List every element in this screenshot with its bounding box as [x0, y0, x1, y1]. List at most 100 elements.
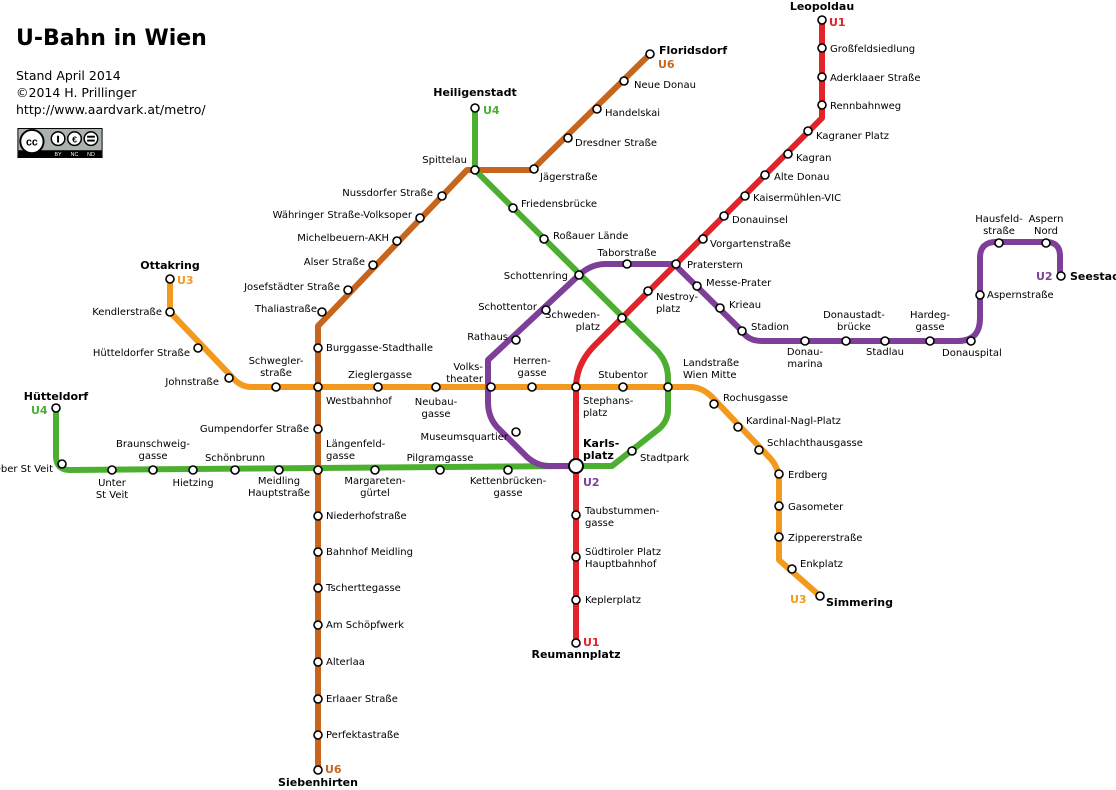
station-marker[interactable]: [783, 149, 793, 159]
station-marker[interactable]: [313, 730, 323, 740]
station-marker[interactable]: [994, 238, 1004, 248]
station-keplerplatz[interactable]: Keplerplatz: [571, 595, 641, 606]
station-marker[interactable]: [470, 165, 480, 175]
station-simmering[interactable]: Simmering: [815, 591, 893, 609]
station-marker[interactable]: [571, 638, 581, 648]
map-source-link[interactable]: http://www.aardvark.at/metro/: [16, 102, 206, 117]
station-aderklaaer-stra-e[interactable]: Aderklaaer Straße: [817, 72, 921, 84]
station-marker[interactable]: [715, 303, 725, 313]
station-hietzing[interactable]: Hietzing: [172, 465, 214, 489]
station-marker[interactable]: [671, 259, 681, 269]
station-marker[interactable]: [435, 465, 445, 475]
station-hu-tteldorf[interactable]: Hütteldorf: [24, 390, 89, 413]
station-alte-donau[interactable]: Alte Donau: [760, 170, 830, 183]
station-rochusgasse[interactable]: Rochusgasse: [709, 393, 788, 409]
station-marker[interactable]: [373, 382, 383, 392]
station-enkplatz[interactable]: Enkplatz: [787, 559, 843, 574]
station-marker[interactable]: [313, 465, 323, 475]
station-marker[interactable]: [592, 104, 602, 114]
station-kendlerstra-e[interactable]: Kendlerstraße: [92, 307, 175, 318]
station-marker[interactable]: [645, 49, 655, 59]
station-marker[interactable]: [617, 313, 627, 323]
station-marker[interactable]: [470, 103, 480, 113]
station-reumannplatz[interactable]: Reumannplatz: [531, 638, 621, 661]
station-karls-platz[interactable]: Karls-platz: [568, 437, 619, 474]
station-marker[interactable]: [313, 511, 323, 521]
station-bahnhof-meidling[interactable]: Bahnhof Meidling: [313, 547, 413, 558]
station-marker[interactable]: [663, 382, 673, 392]
station-erlaaer-stra-e[interactable]: Erlaaer Straße: [313, 694, 398, 705]
station-ja-gerstra-e[interactable]: Jägerstraße: [529, 164, 598, 183]
station-marker[interactable]: [165, 307, 175, 317]
station-gro-feldsiedlung[interactable]: Großfeldsiedlung: [817, 43, 915, 55]
station-kagraner-platz[interactable]: Kagraner Platz: [803, 126, 889, 142]
station-marker[interactable]: [370, 465, 380, 475]
station-marker[interactable]: [571, 382, 581, 392]
station-marker[interactable]: [165, 274, 175, 284]
station-marker[interactable]: [271, 382, 281, 392]
station-friedensbru-cke[interactable]: Friedensbrücke: [508, 199, 597, 213]
station-hu-tteldorfer-stra-e[interactable]: Hütteldorfer Straße: [93, 343, 203, 359]
station-marker[interactable]: [392, 236, 402, 246]
station-marker[interactable]: [508, 203, 518, 213]
station-schottentor[interactable]: Schottentor: [478, 302, 551, 315]
station-marker[interactable]: [51, 403, 61, 413]
station-taubstummen-gasse[interactable]: Taubstummen-gasse: [571, 506, 660, 529]
station-volks-theater[interactable]: Volks-theater: [446, 362, 496, 392]
station-tscherttegasse[interactable]: Tscherttegasse: [313, 583, 401, 594]
station-marker[interactable]: [431, 382, 441, 392]
station-marker[interactable]: [437, 191, 447, 201]
station-stephans-platz[interactable]: Stephans-platz: [571, 382, 634, 419]
station-marker[interactable]: [622, 259, 632, 269]
station-alser-stra-e[interactable]: Alser Straße: [304, 257, 378, 270]
station-niederhofstra-e[interactable]: Niederhofstraße: [313, 511, 407, 522]
station-josefsta-dter-stra-e[interactable]: Josefstädter Straße: [243, 282, 353, 295]
station-marker[interactable]: [541, 305, 551, 315]
station-wa-hringer-stra-e-volksoper[interactable]: Währinger Straße-Volksoper: [273, 210, 425, 223]
station-marker[interactable]: [313, 547, 323, 557]
station-marker[interactable]: [574, 270, 584, 280]
station-nussdorfer-stra-e[interactable]: Nussdorfer Straße: [342, 188, 447, 201]
station-marker[interactable]: [817, 72, 827, 82]
station-johnstra-e[interactable]: Johnstraße: [164, 373, 234, 388]
station-marker[interactable]: [800, 336, 810, 346]
station-margareten-gu-rtel[interactable]: Margareten-gürtel: [344, 465, 406, 499]
station-marker[interactable]: [817, 43, 827, 53]
station-donauinsel[interactable]: Donauinsel: [719, 211, 788, 226]
station-marker[interactable]: [774, 469, 784, 479]
station-stadlau[interactable]: Stadlau: [866, 336, 904, 358]
station-donauspital[interactable]: Donauspital: [942, 336, 1002, 359]
station-marker[interactable]: [787, 564, 797, 574]
station-praterstern[interactable]: Praterstern: [671, 259, 743, 271]
station-schwegler-stra-e[interactable]: Schwegler-straße: [249, 356, 304, 392]
station-herren-gasse[interactable]: Herren-gasse: [513, 356, 551, 392]
station-floridsdorf[interactable]: Floridsdorf: [645, 44, 727, 59]
station-marker[interactable]: [571, 510, 581, 520]
station-marker[interactable]: [966, 336, 976, 346]
station-am-scho-pfwerk[interactable]: Am Schöpfwerk: [313, 620, 404, 631]
station-schlachthausgasse[interactable]: Schlachthausgasse: [754, 438, 863, 455]
station-marker[interactable]: [313, 694, 323, 704]
station-aspernstra-e[interactable]: Aspernstraße: [975, 290, 1054, 301]
station-rathaus[interactable]: Rathaus: [467, 332, 521, 345]
station-zippererstra-e[interactable]: Zippererstraße: [774, 532, 862, 544]
station-marker[interactable]: [188, 465, 198, 475]
station-marker[interactable]: [709, 399, 719, 409]
station-marker[interactable]: [815, 591, 825, 601]
station-marker[interactable]: [527, 382, 537, 392]
station-marker[interactable]: [760, 170, 770, 180]
station-marker[interactable]: [274, 465, 284, 475]
station-marker[interactable]: [193, 343, 203, 353]
station-donau-marina[interactable]: Donau-marina: [787, 336, 824, 370]
station-stubentor[interactable]: Stubentor: [598, 370, 649, 392]
station-handelskai[interactable]: Handelskai: [592, 104, 660, 119]
station-marker[interactable]: [774, 532, 784, 542]
station-marker[interactable]: [692, 281, 702, 291]
station-spittelau[interactable]: Spittelau: [422, 155, 480, 175]
station-marker[interactable]: [343, 285, 353, 295]
station-seestadt[interactable]: Seestadt: [1056, 270, 1116, 283]
station-schweden-platz[interactable]: Schweden-platz: [545, 310, 627, 333]
